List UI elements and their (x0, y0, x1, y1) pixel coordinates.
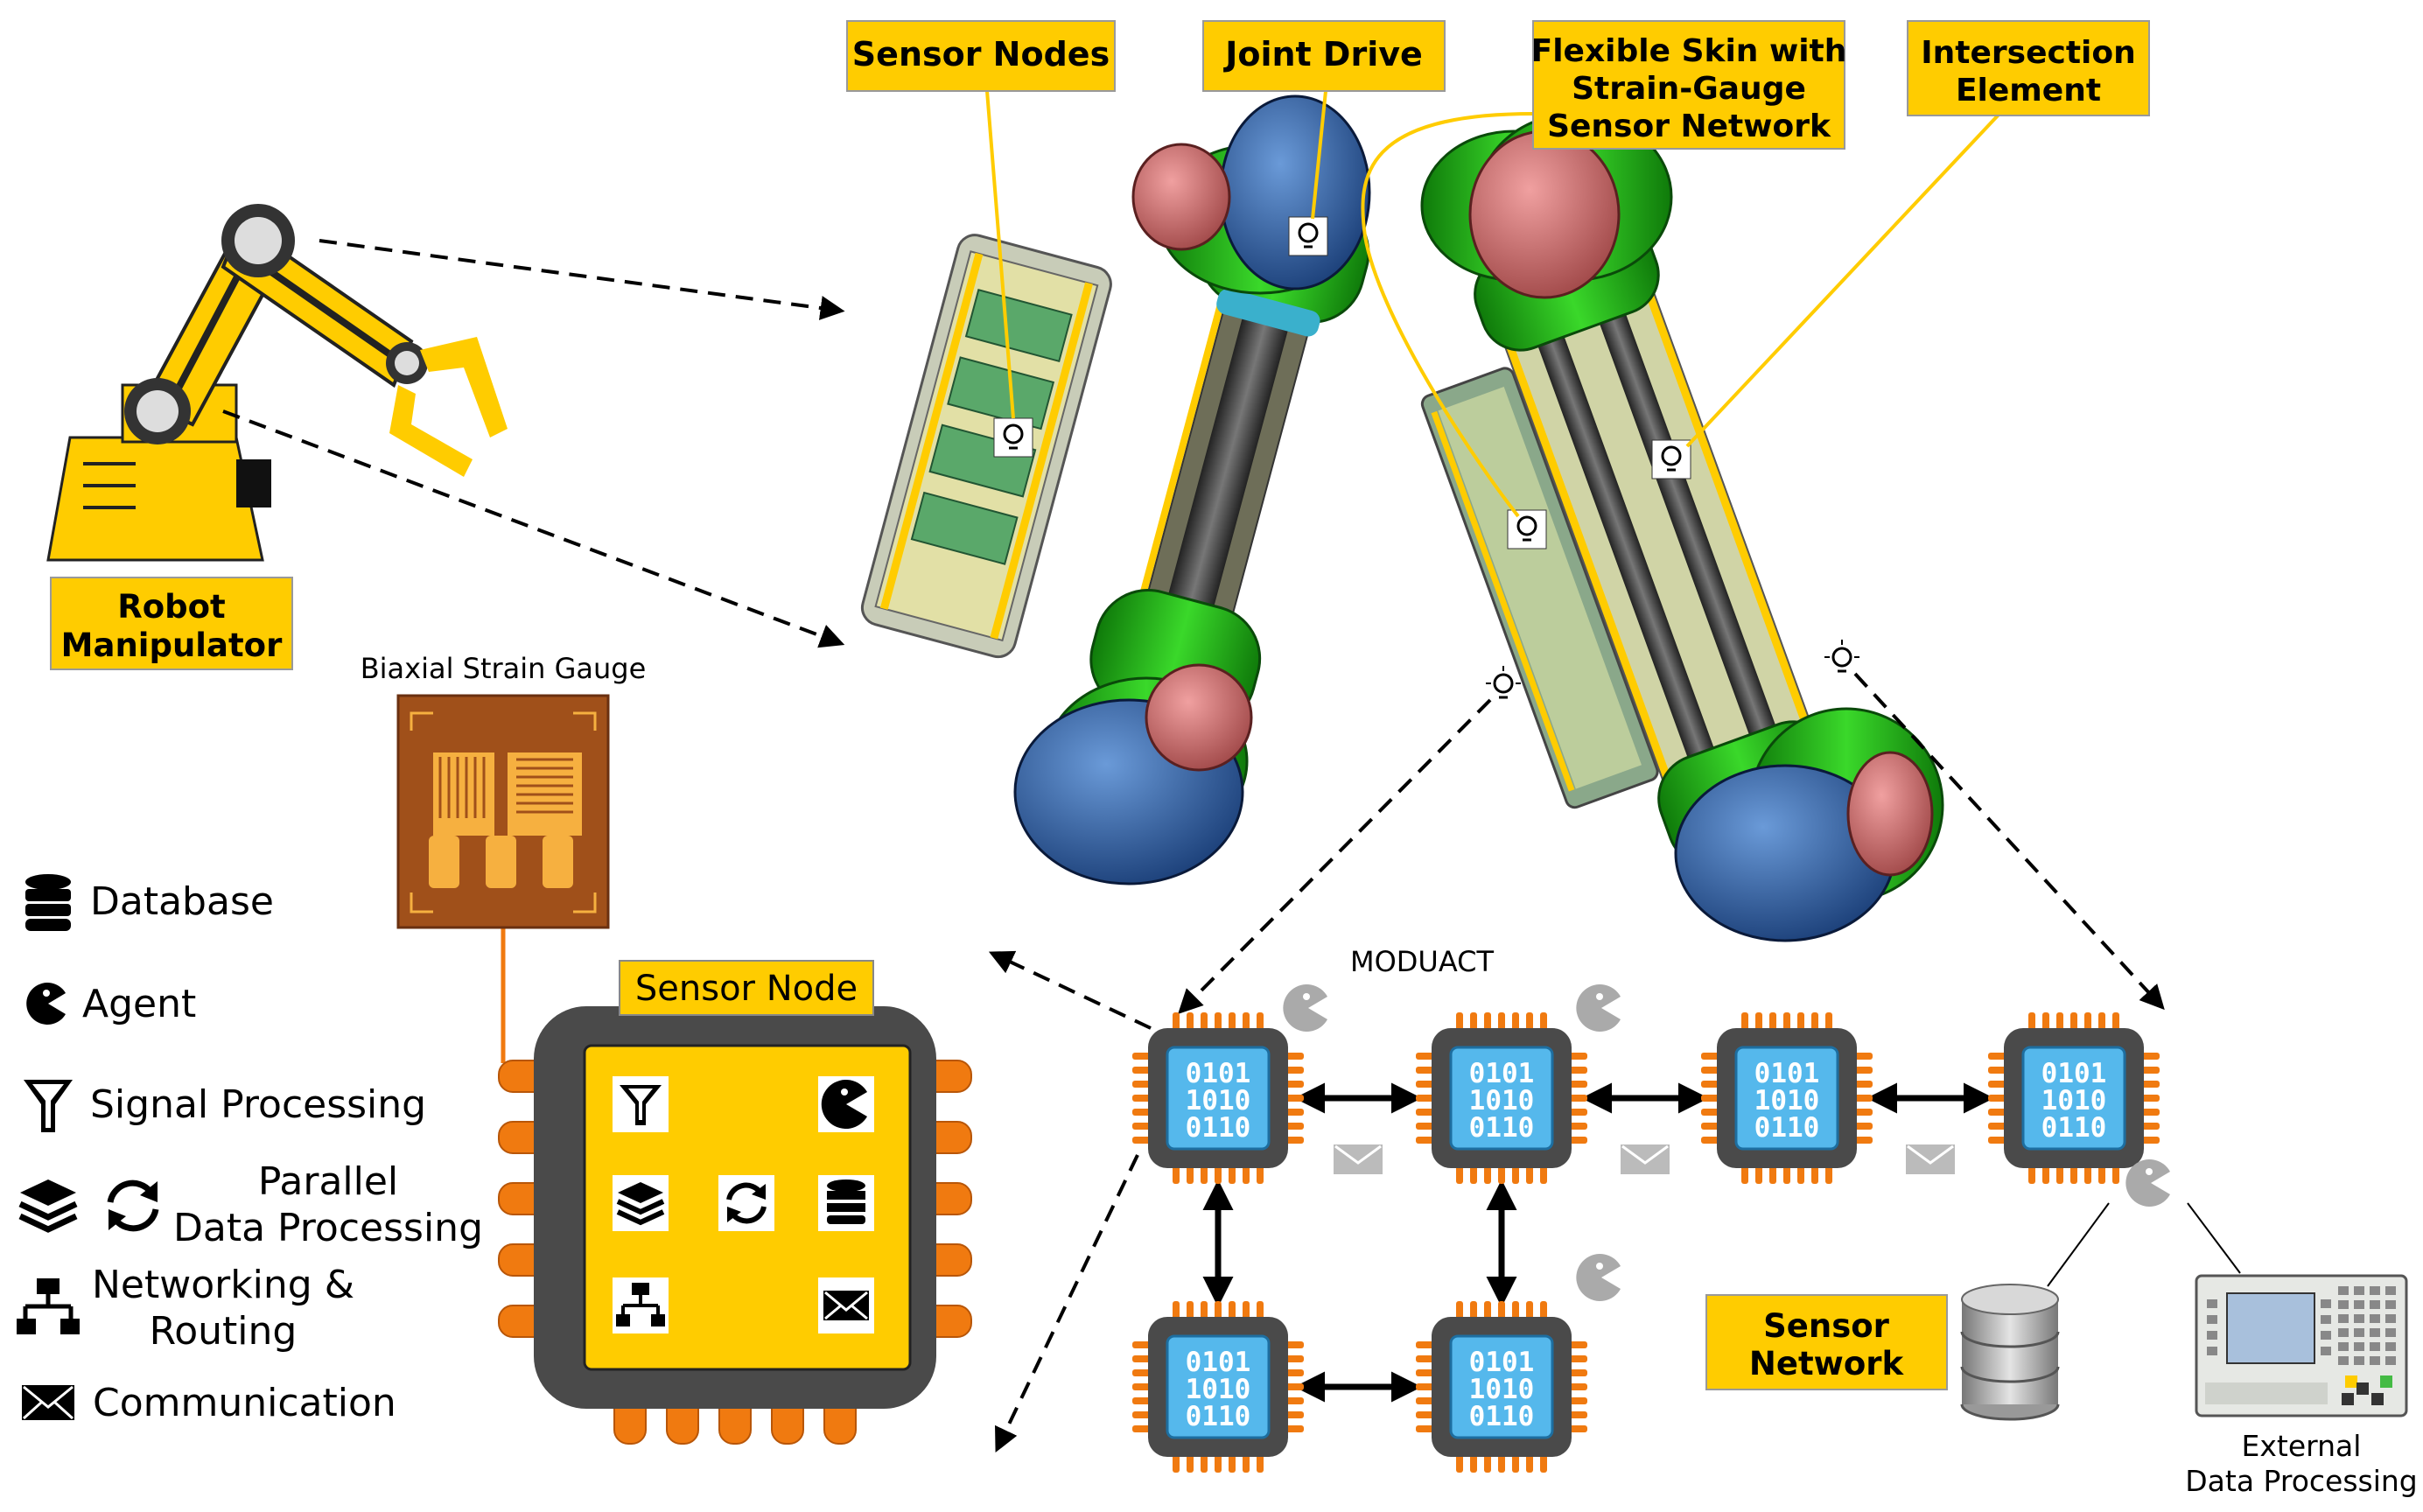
intersection-element-label: Intersection Element (1907, 20, 2150, 116)
bulb-icon (1824, 640, 1859, 673)
flexible-skin-line3: Sensor Network (1547, 108, 1831, 144)
chip-bits-text: 0110 (1469, 1112, 1535, 1144)
bulb-icon (1486, 666, 1521, 699)
robot-label-line2: Manipulator (61, 626, 283, 664)
legend-communication: Communication (93, 1381, 396, 1425)
flexible-skin-line2: Strain-Gauge (1572, 71, 1806, 107)
robot-module-right (1420, 112, 1944, 942)
intersection-line1: Intersection (1921, 35, 2136, 71)
biaxial-strain-gauge-illustration (396, 694, 610, 929)
envelope-icon (818, 1278, 874, 1334)
network-title: MODUACT (1350, 945, 1495, 978)
external-processing-line1: External (2242, 1429, 2362, 1463)
bulb-icon (1507, 509, 1547, 550)
bulb-icon (1288, 216, 1328, 256)
flexible-skin-label: Flexible Skin with Strain-Gauge Sensor N… (1531, 20, 1847, 150)
agent-icon (26, 983, 66, 1025)
sensor-network-label: Sensor Network (1705, 1294, 1948, 1390)
legend-networking-line2: Routing (150, 1309, 298, 1354)
strain-gauge-title: Biaxial Strain Gauge (361, 652, 647, 685)
moduact-chip-network: 0101101001100101101001100101101001100101… (1132, 1012, 2160, 1473)
robot-zoom-arrow-top (319, 239, 845, 320)
chip-bits-text: 0101 (1186, 1347, 1251, 1378)
legend-database: Database (90, 879, 274, 924)
network-icon (613, 1278, 669, 1334)
agent-icon (1576, 984, 1621, 1032)
database-icon (1960, 1284, 2060, 1421)
agent-icon (818, 1076, 874, 1132)
chip-bits-text: 0110 (1186, 1112, 1251, 1144)
envelope-icon (1334, 1144, 1383, 1174)
robot-manipulator-label: Robot Manipulator (50, 577, 293, 670)
legend-parallel-line2: Data Processing (173, 1206, 483, 1250)
legend-networking-line1: Networking & (92, 1263, 354, 1307)
chip-bits-text: 1010 (1469, 1374, 1535, 1405)
bulb-icon (993, 417, 1033, 458)
envelope-icon (22, 1385, 74, 1420)
filter-icon (24, 1080, 73, 1132)
chip-bits-text: 0101 (2041, 1058, 2107, 1089)
chip-bits-text: 1010 (2041, 1085, 2107, 1116)
chip-bits-text: 0110 (1754, 1112, 1820, 1144)
joint-drive-label: Joint Drive (1202, 20, 1446, 92)
robot-module-left (860, 94, 1371, 886)
layers-icon (18, 1180, 78, 1233)
chip-bits-text: 0101 (1186, 1058, 1251, 1089)
sensor-node-title: Sensor Node (635, 969, 858, 1009)
agent-icon (2125, 1159, 2170, 1207)
envelope-icon (1621, 1144, 1670, 1174)
legend-parallel-line1: Parallel (258, 1159, 398, 1204)
legend-agent: Agent (82, 982, 196, 1026)
sensor-node-diagram: Sensor Node (498, 960, 972, 1445)
bulb-icon (1651, 439, 1691, 480)
external-processing-device (2195, 1274, 2408, 1418)
layers-icon (613, 1175, 669, 1231)
sensor-nodes-label: Sensor Nodes (846, 20, 1116, 92)
database-icon (25, 874, 71, 931)
chip-bits-text: 1010 (1469, 1085, 1535, 1116)
sync-icon (718, 1175, 774, 1231)
robot-label-line1: Robot (117, 588, 226, 626)
agent-icon (1576, 1254, 1621, 1301)
chip-bits-text: 0101 (1469, 1058, 1535, 1089)
intersection-line2: Element (1956, 73, 2101, 108)
robot-zoom-arrow-bottom (222, 410, 845, 648)
network-icon (17, 1278, 80, 1334)
chip-bits-text: 1010 (1186, 1085, 1251, 1116)
chip-bits-text: 1010 (1754, 1085, 1820, 1116)
database-icon (818, 1175, 874, 1231)
sensor-network-line1: Sensor (1763, 1307, 1890, 1345)
chip-bits-text: 0101 (1754, 1058, 1820, 1089)
sync-icon (107, 1180, 159, 1232)
robot-manipulator-illustration: Robot Manipulator (46, 204, 845, 670)
network-flow-arrows (988, 672, 2241, 1453)
filter-icon (613, 1076, 669, 1132)
envelope-icon (1906, 1144, 1955, 1174)
callout-leaders (501, 90, 2001, 1063)
chip-bits-text: 1010 (1186, 1374, 1251, 1405)
sensor-network-line2: Network (1749, 1345, 1905, 1382)
chip-bits-text: 0101 (1469, 1347, 1535, 1378)
chip-bits-text: 0110 (2041, 1112, 2107, 1144)
legend: Database Agent Signal Processing Paralle… (17, 874, 483, 1425)
chip-bits-text: 0110 (1186, 1401, 1251, 1432)
flexible-skin-line1: Flexible Skin with (1531, 33, 1847, 69)
sensor-nodes-text: Sensor Nodes (852, 35, 1110, 74)
chip-bits-text: 0110 (1469, 1401, 1535, 1432)
legend-signal-processing: Signal Processing (90, 1082, 426, 1127)
external-processing-line2: Data Processing (2185, 1464, 2418, 1498)
agent-icon (1283, 984, 1327, 1032)
joint-drive-text: Joint Drive (1222, 35, 1423, 74)
